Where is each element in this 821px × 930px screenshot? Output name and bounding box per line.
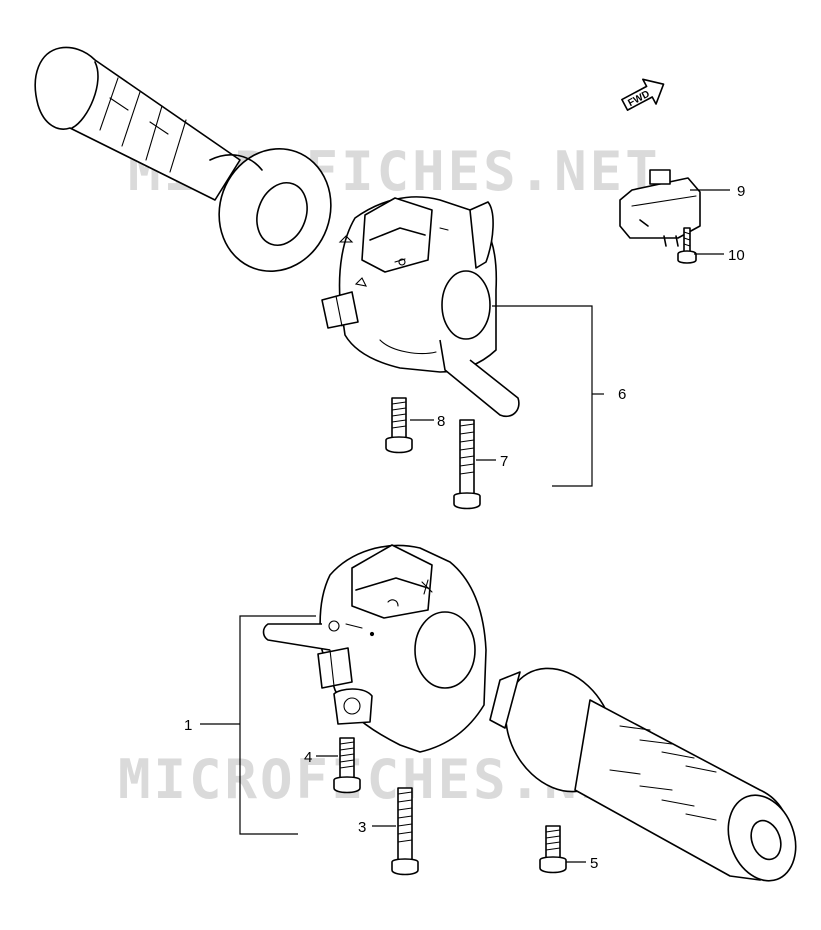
screw-8 [385,397,413,454]
screw-10 [677,227,697,264]
screw-5 [539,825,567,874]
callout-9: 9 [737,183,745,200]
callout-7: 7 [500,453,508,470]
right-switch-housing [321,196,520,417]
callout-8: 8 [437,413,445,430]
fwd-arrow-icon: FWD [621,78,665,111]
callout-4: 4 [304,749,312,766]
screw-4 [333,737,361,794]
leader-lines [200,189,730,863]
callout-6: 6 [618,386,626,403]
fwd-label: FWD [626,89,651,109]
callout-10: 10 [728,247,745,264]
left-grip [34,46,332,273]
part-9 [619,169,701,247]
callout-1: 1 [184,717,192,734]
left-switch-housing [262,544,487,753]
right-grip [489,667,797,882]
callout-5: 5 [590,855,598,872]
callout-3: 3 [358,819,366,836]
screw-3 [391,787,419,876]
screw-7 [453,419,481,510]
